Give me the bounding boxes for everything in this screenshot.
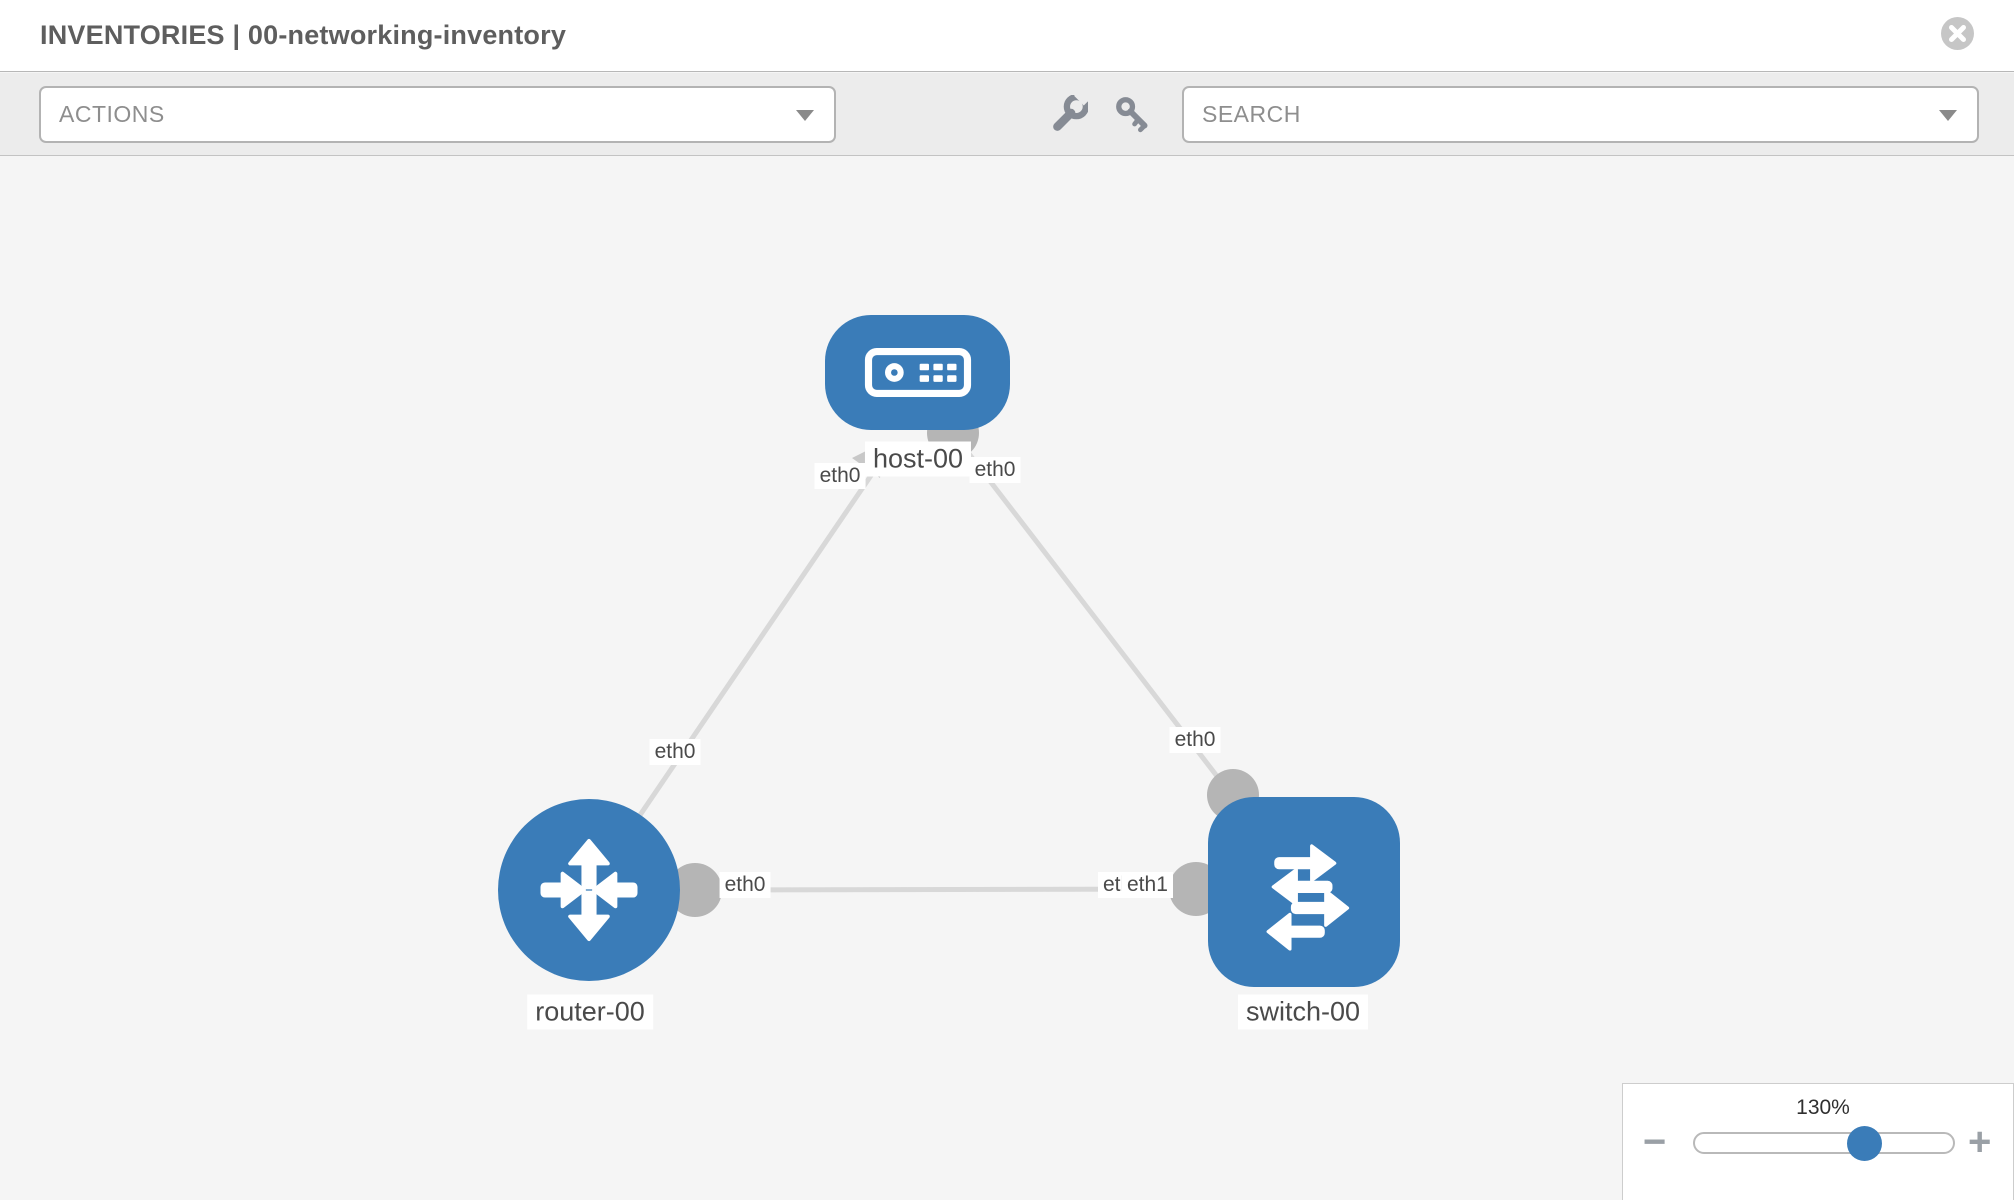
search-dropdown[interactable]: SEARCH	[1182, 86, 1979, 143]
zoom-level: 130%	[1796, 1096, 1850, 1119]
iface-label-router-top: eth0	[649, 739, 701, 765]
iface-label-switch-left-front: eth1	[1122, 872, 1173, 898]
zoom-out-button[interactable]: −	[1643, 1120, 1667, 1164]
close-button[interactable]	[1941, 17, 1974, 50]
node-switch[interactable]	[1208, 797, 1400, 987]
zoom-control-panel: 130% − +	[1622, 1083, 2014, 1200]
iface-label-host-left: eth0	[814, 463, 866, 489]
switch-icon	[1266, 844, 1350, 951]
wrench-icon[interactable]	[1050, 95, 1088, 133]
node-label-host: host-00	[864, 441, 972, 477]
node-label-router: router-00	[527, 994, 653, 1030]
close-icon	[1949, 25, 1966, 42]
iface-label-host-right: eth0	[969, 457, 1021, 483]
iface-label-router-right: eth0	[719, 872, 771, 898]
actions-dropdown[interactable]: ACTIONS	[39, 86, 836, 143]
actions-dropdown-label: ACTIONS	[59, 101, 165, 127]
page-title: INVENTORIES | 00-networking-inventory	[40, 20, 567, 50]
router-icon	[540, 838, 638, 942]
toolbar: ACTIONS SEARCH	[0, 73, 2014, 156]
search-dropdown-label: SEARCH	[1202, 101, 1301, 127]
chevron-down-icon	[796, 110, 814, 121]
key-icon[interactable]	[1114, 95, 1152, 133]
zoom-slider-track[interactable]	[1693, 1132, 1955, 1154]
chevron-down-icon	[1939, 110, 1957, 121]
node-label-switch: switch-00	[1237, 994, 1369, 1030]
zoom-slider-handle[interactable]	[1847, 1126, 1882, 1161]
node-host[interactable]	[825, 315, 1010, 430]
zoom-in-button[interactable]: +	[1968, 1120, 1992, 1164]
host-icon	[864, 348, 971, 397]
iface-label-switch-top: eth0	[1169, 727, 1221, 753]
header: INVENTORIES | 00-networking-inventory	[0, 0, 2014, 72]
node-router[interactable]	[498, 799, 680, 981]
iface-dot-router	[668, 863, 722, 917]
